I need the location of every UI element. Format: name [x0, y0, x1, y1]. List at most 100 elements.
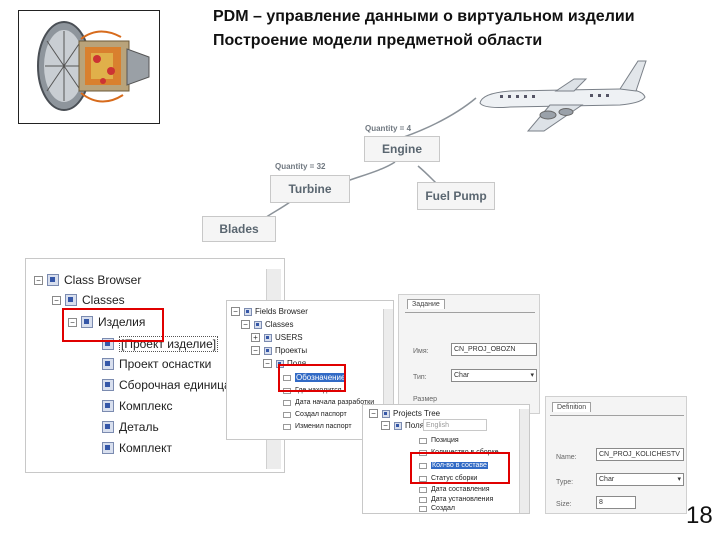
field-item[interactable]: Обозначение: [283, 373, 347, 382]
projects-field-item[interactable]: Кол-во в составе: [419, 462, 488, 469]
fields-browser-scrollbar[interactable]: [383, 309, 393, 439]
field-item-label: Дата начала разработки: [295, 399, 375, 406]
class-icon: [102, 358, 114, 370]
tree-item-class-child[interactable]: Комплекс: [102, 399, 172, 413]
projects-tree-root[interactable]: − Projects Tree: [369, 409, 440, 418]
engine-node: Engine: [364, 136, 440, 162]
tree-item-izdeliya-label: Изделия: [98, 315, 146, 329]
field-icon: [419, 505, 427, 512]
page-number: 18: [686, 502, 713, 529]
fields-group-icon: [276, 359, 284, 368]
name-label: Имя:: [413, 348, 429, 355]
type-select[interactable]: Char ▾: [596, 473, 684, 486]
fields-tree-item[interactable]: − Проекты: [251, 346, 307, 355]
projects-field-label: Дата установления: [431, 496, 494, 503]
size-label: Размер: [413, 396, 438, 403]
language-select[interactable]: English: [423, 419, 487, 431]
tree-item-label: Комплект: [119, 441, 172, 455]
tree-item-classes[interactable]: − Classes: [52, 293, 125, 307]
tree-item-class-child[interactable]: Проект оснастки: [102, 357, 211, 371]
size-input[interactable]: 8: [596, 496, 636, 509]
collapse-icon[interactable]: −: [241, 320, 250, 329]
projects-tree-group[interactable]: − Поля: [381, 421, 424, 430]
field-icon: [283, 423, 291, 430]
tab-definition[interactable]: Definition: [552, 402, 592, 412]
class-icon: [102, 400, 114, 412]
projects-tree-scrollbar[interactable]: [519, 409, 529, 513]
fields-browser-icon: [244, 307, 252, 316]
name-input[interactable]: CN_PROJ_OBOZN: [451, 343, 537, 356]
projects-field-label: Статус сборки: [431, 475, 478, 482]
field-icon: [419, 486, 427, 493]
size-label: Size:: [556, 501, 572, 508]
projects-tree-icon: [382, 409, 390, 418]
field-item[interactable]: Создал паспорт: [283, 411, 347, 418]
tree-item-class-child[interactable]: Сборочная единица: [102, 378, 231, 392]
turbine-node: Turbine: [270, 175, 350, 203]
classes-icon: [65, 294, 77, 306]
collapse-icon[interactable]: −: [263, 359, 272, 368]
tree-item-class-child[interactable]: Деталь: [102, 420, 159, 434]
fields-tree-label: Поля: [287, 359, 307, 368]
blades-node: Blades: [202, 216, 276, 242]
tree-item-izdeliya[interactable]: − Изделия: [68, 315, 145, 329]
collapse-icon[interactable]: −: [381, 421, 390, 430]
projects-field-item[interactable]: Статус сборки: [419, 475, 477, 482]
highlight-field-oboznachenie: [278, 364, 346, 392]
field-item[interactable]: Дата начала разработки: [283, 399, 374, 406]
type-label: Type:: [556, 479, 574, 486]
type-label: Тип:: [413, 374, 427, 381]
class-icon: [102, 421, 114, 433]
tab-zadanie[interactable]: Задание: [407, 299, 445, 309]
collapse-icon[interactable]: −: [369, 409, 378, 418]
field-properties-panel: Задание Имя: CN_PROJ_OBOZN Тип: Char ▾ Р…: [398, 294, 540, 414]
name-label: Name:: [556, 454, 577, 461]
slide-title-line-1: PDM – управление данными о виртуальном и…: [213, 8, 635, 25]
collapse-icon[interactable]: −: [52, 295, 61, 305]
class-icon: [102, 379, 114, 391]
projects-field-item[interactable]: Дата установления: [419, 496, 493, 503]
type-select-value: Char: [454, 372, 470, 379]
chevron-down-icon[interactable]: ▾: [530, 372, 534, 379]
type-select[interactable]: Char ▾: [451, 369, 537, 382]
field-item-label: Обозначение: [295, 373, 347, 382]
chevron-down-icon[interactable]: ▾: [677, 476, 681, 483]
highlight-field-kolichestvo: [410, 452, 510, 484]
projects-field-label: Кол-во в составе: [431, 462, 488, 469]
fields-tree-label: USERS: [275, 333, 303, 342]
field-icon: [419, 475, 427, 482]
definition-properties-panel: Definition Name: CN_PROJ_KOLICHESTV Type…: [545, 396, 687, 514]
fields-group-icon: [394, 421, 402, 430]
fields-tree-item[interactable]: + USERS: [251, 333, 303, 342]
expand-icon[interactable]: +: [251, 333, 260, 342]
tree-item-class-child[interactable]: Комплект: [102, 441, 172, 455]
name-input[interactable]: CN_PROJ_KOLICHESTV: [596, 448, 684, 461]
projects-field-item[interactable]: Создал: [419, 505, 455, 512]
fields-browser-panel: − Fields Browser − Classes + USERS − Про…: [226, 300, 394, 440]
fields-browser-root[interactable]: − Fields Browser: [231, 307, 308, 316]
collapse-icon[interactable]: −: [68, 317, 77, 327]
tree-item-label: Деталь: [119, 420, 159, 434]
class-browser-root[interactable]: − Class Browser: [34, 273, 141, 287]
field-item-label: Создал паспорт: [295, 411, 347, 418]
projects-tree-panel: − Projects Tree − Поля English Позиция К…: [362, 404, 530, 514]
engine-quantity-label: Quantity = 4: [365, 124, 412, 133]
fields-browser-root-label: Fields Browser: [255, 307, 308, 316]
tree-item-label: Сборочная единица: [119, 378, 231, 392]
fields-tree-classes[interactable]: − Classes: [241, 320, 293, 329]
field-icon: [283, 374, 291, 381]
class-browser-icon: [47, 274, 59, 286]
field-icon: [419, 462, 427, 469]
projects-tree-group-label: Поля: [405, 421, 425, 430]
field-item-label: Изменил паспорт: [295, 423, 352, 430]
fields-tree-label: Classes: [265, 320, 294, 329]
projects-field-item[interactable]: Дата составления: [419, 486, 490, 493]
projects-field-item[interactable]: Позиция: [419, 437, 459, 444]
class-icon: [81, 316, 93, 328]
collapse-icon[interactable]: −: [231, 307, 240, 316]
classes-icon: [254, 320, 262, 329]
field-item[interactable]: Изменил паспорт: [283, 423, 352, 430]
collapse-icon[interactable]: −: [34, 275, 43, 285]
fields-tree-sub[interactable]: − Поля: [263, 359, 306, 368]
collapse-icon[interactable]: −: [251, 346, 260, 355]
